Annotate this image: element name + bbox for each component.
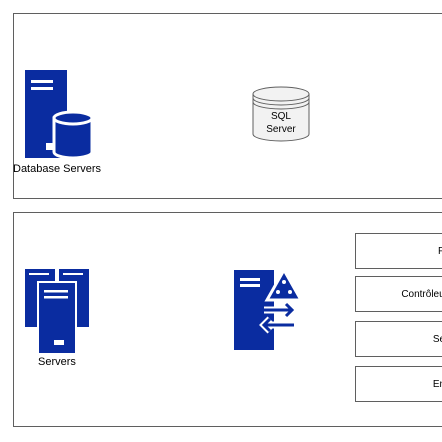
list-box[interactable]: En <box>355 366 442 402</box>
servers-label: Servers <box>38 356 76 368</box>
sql-server-node[interactable]: SQL Server <box>252 86 310 144</box>
domain-controller-icon[interactable] <box>234 270 302 352</box>
server-group-icon[interactable] <box>24 268 90 356</box>
list-box[interactable]: Contrôleu <box>355 276 442 312</box>
sql-label-line2: Server <box>266 124 296 135</box>
list-box[interactable]: F <box>355 233 442 269</box>
database-servers-label: Database Servers <box>13 163 102 175</box>
list-box-label: En <box>432 378 442 390</box>
database-server-icon[interactable] <box>24 70 94 160</box>
sql-label-line1: SQL <box>271 111 291 122</box>
list-box-label: F <box>438 246 442 257</box>
database-zone <box>13 13 442 199</box>
list-box-label: Se <box>432 333 442 345</box>
list-box-label: Contrôleu <box>401 288 442 300</box>
list-box[interactable]: Se <box>355 321 442 357</box>
